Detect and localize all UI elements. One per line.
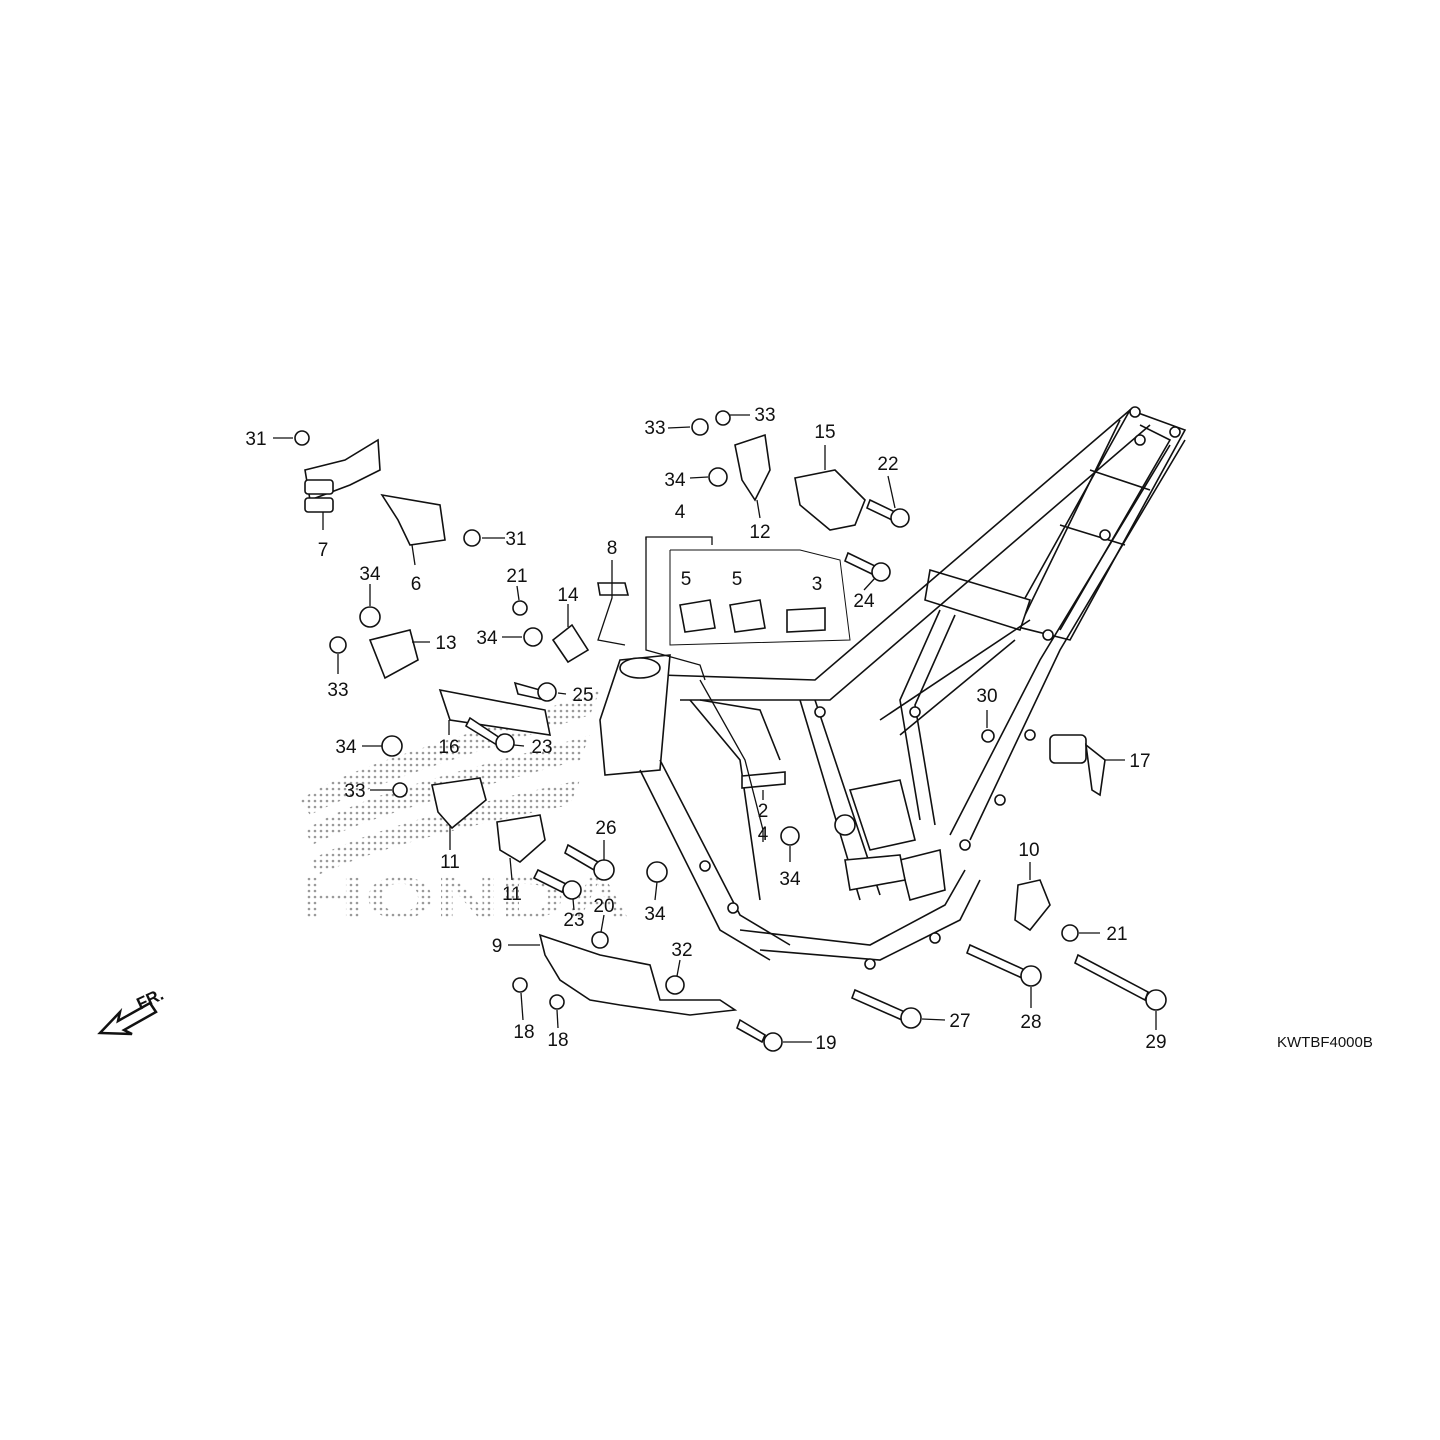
callout-29: 29 <box>1145 1032 1166 1053</box>
callout-33: 33 <box>644 418 665 439</box>
callout-31: 31 <box>245 429 266 450</box>
callout-13: 13 <box>435 633 456 654</box>
callout-18: 18 <box>513 1022 534 1043</box>
callout-14: 14 <box>557 585 579 606</box>
callout-34: 34 <box>335 737 357 758</box>
callout-34: 34 <box>476 628 498 649</box>
callout-5: 5 <box>732 569 743 590</box>
callout-19: 19 <box>815 1033 836 1054</box>
callout-11: 11 <box>440 852 460 873</box>
callout-20: 20 <box>593 896 614 917</box>
callout-10: 10 <box>1018 840 1039 861</box>
callout-32: 32 <box>671 940 692 961</box>
callout-23: 23 <box>531 737 552 758</box>
callout-34: 34 <box>664 470 686 491</box>
callout-24: 24 <box>853 591 875 612</box>
callout-18: 18 <box>547 1030 568 1051</box>
callout-15: 15 <box>814 422 835 443</box>
leader-lines <box>273 414 1157 1043</box>
callout-33: 33 <box>327 680 348 701</box>
callout-7: 7 <box>318 540 329 561</box>
callout-9: 9 <box>492 936 503 957</box>
callout-11: 11 <box>502 884 522 905</box>
callout-5: 5 <box>681 569 692 590</box>
callout-3: 3 <box>812 574 823 595</box>
front-arrow-icon: FR. <box>97 985 167 1036</box>
callout-12: 12 <box>749 522 770 543</box>
callout-33: 33 <box>344 781 365 802</box>
callout-34: 34 <box>779 869 801 890</box>
callout-25: 25 <box>572 685 593 706</box>
callout-21: 21 <box>1106 924 1127 945</box>
callout-33: 33 <box>754 405 775 426</box>
callout-23: 23 <box>563 910 584 931</box>
callout-34: 34 <box>359 564 381 585</box>
callout-26: 26 <box>595 818 616 839</box>
callout-17: 17 <box>1129 751 1150 772</box>
callout-30: 30 <box>976 686 997 707</box>
callout-21: 21 <box>506 566 527 587</box>
callout-28: 28 <box>1020 1012 1041 1033</box>
main-frame <box>599 406 1187 970</box>
diagram-code: KWTBF4000B <box>1277 1034 1373 1051</box>
small-parts <box>294 410 1167 1052</box>
callout-2: 2 <box>758 801 769 822</box>
callout-16: 16 <box>438 737 459 758</box>
callout-31: 31 <box>505 529 526 550</box>
callout-27: 27 <box>949 1011 970 1032</box>
callout-4: 4 <box>758 824 769 845</box>
callout-4: 4 <box>675 502 686 523</box>
callout-34: 34 <box>644 904 666 925</box>
callout-6: 6 <box>411 574 422 595</box>
callout-22: 22 <box>877 454 898 475</box>
callout-8: 8 <box>607 538 618 559</box>
